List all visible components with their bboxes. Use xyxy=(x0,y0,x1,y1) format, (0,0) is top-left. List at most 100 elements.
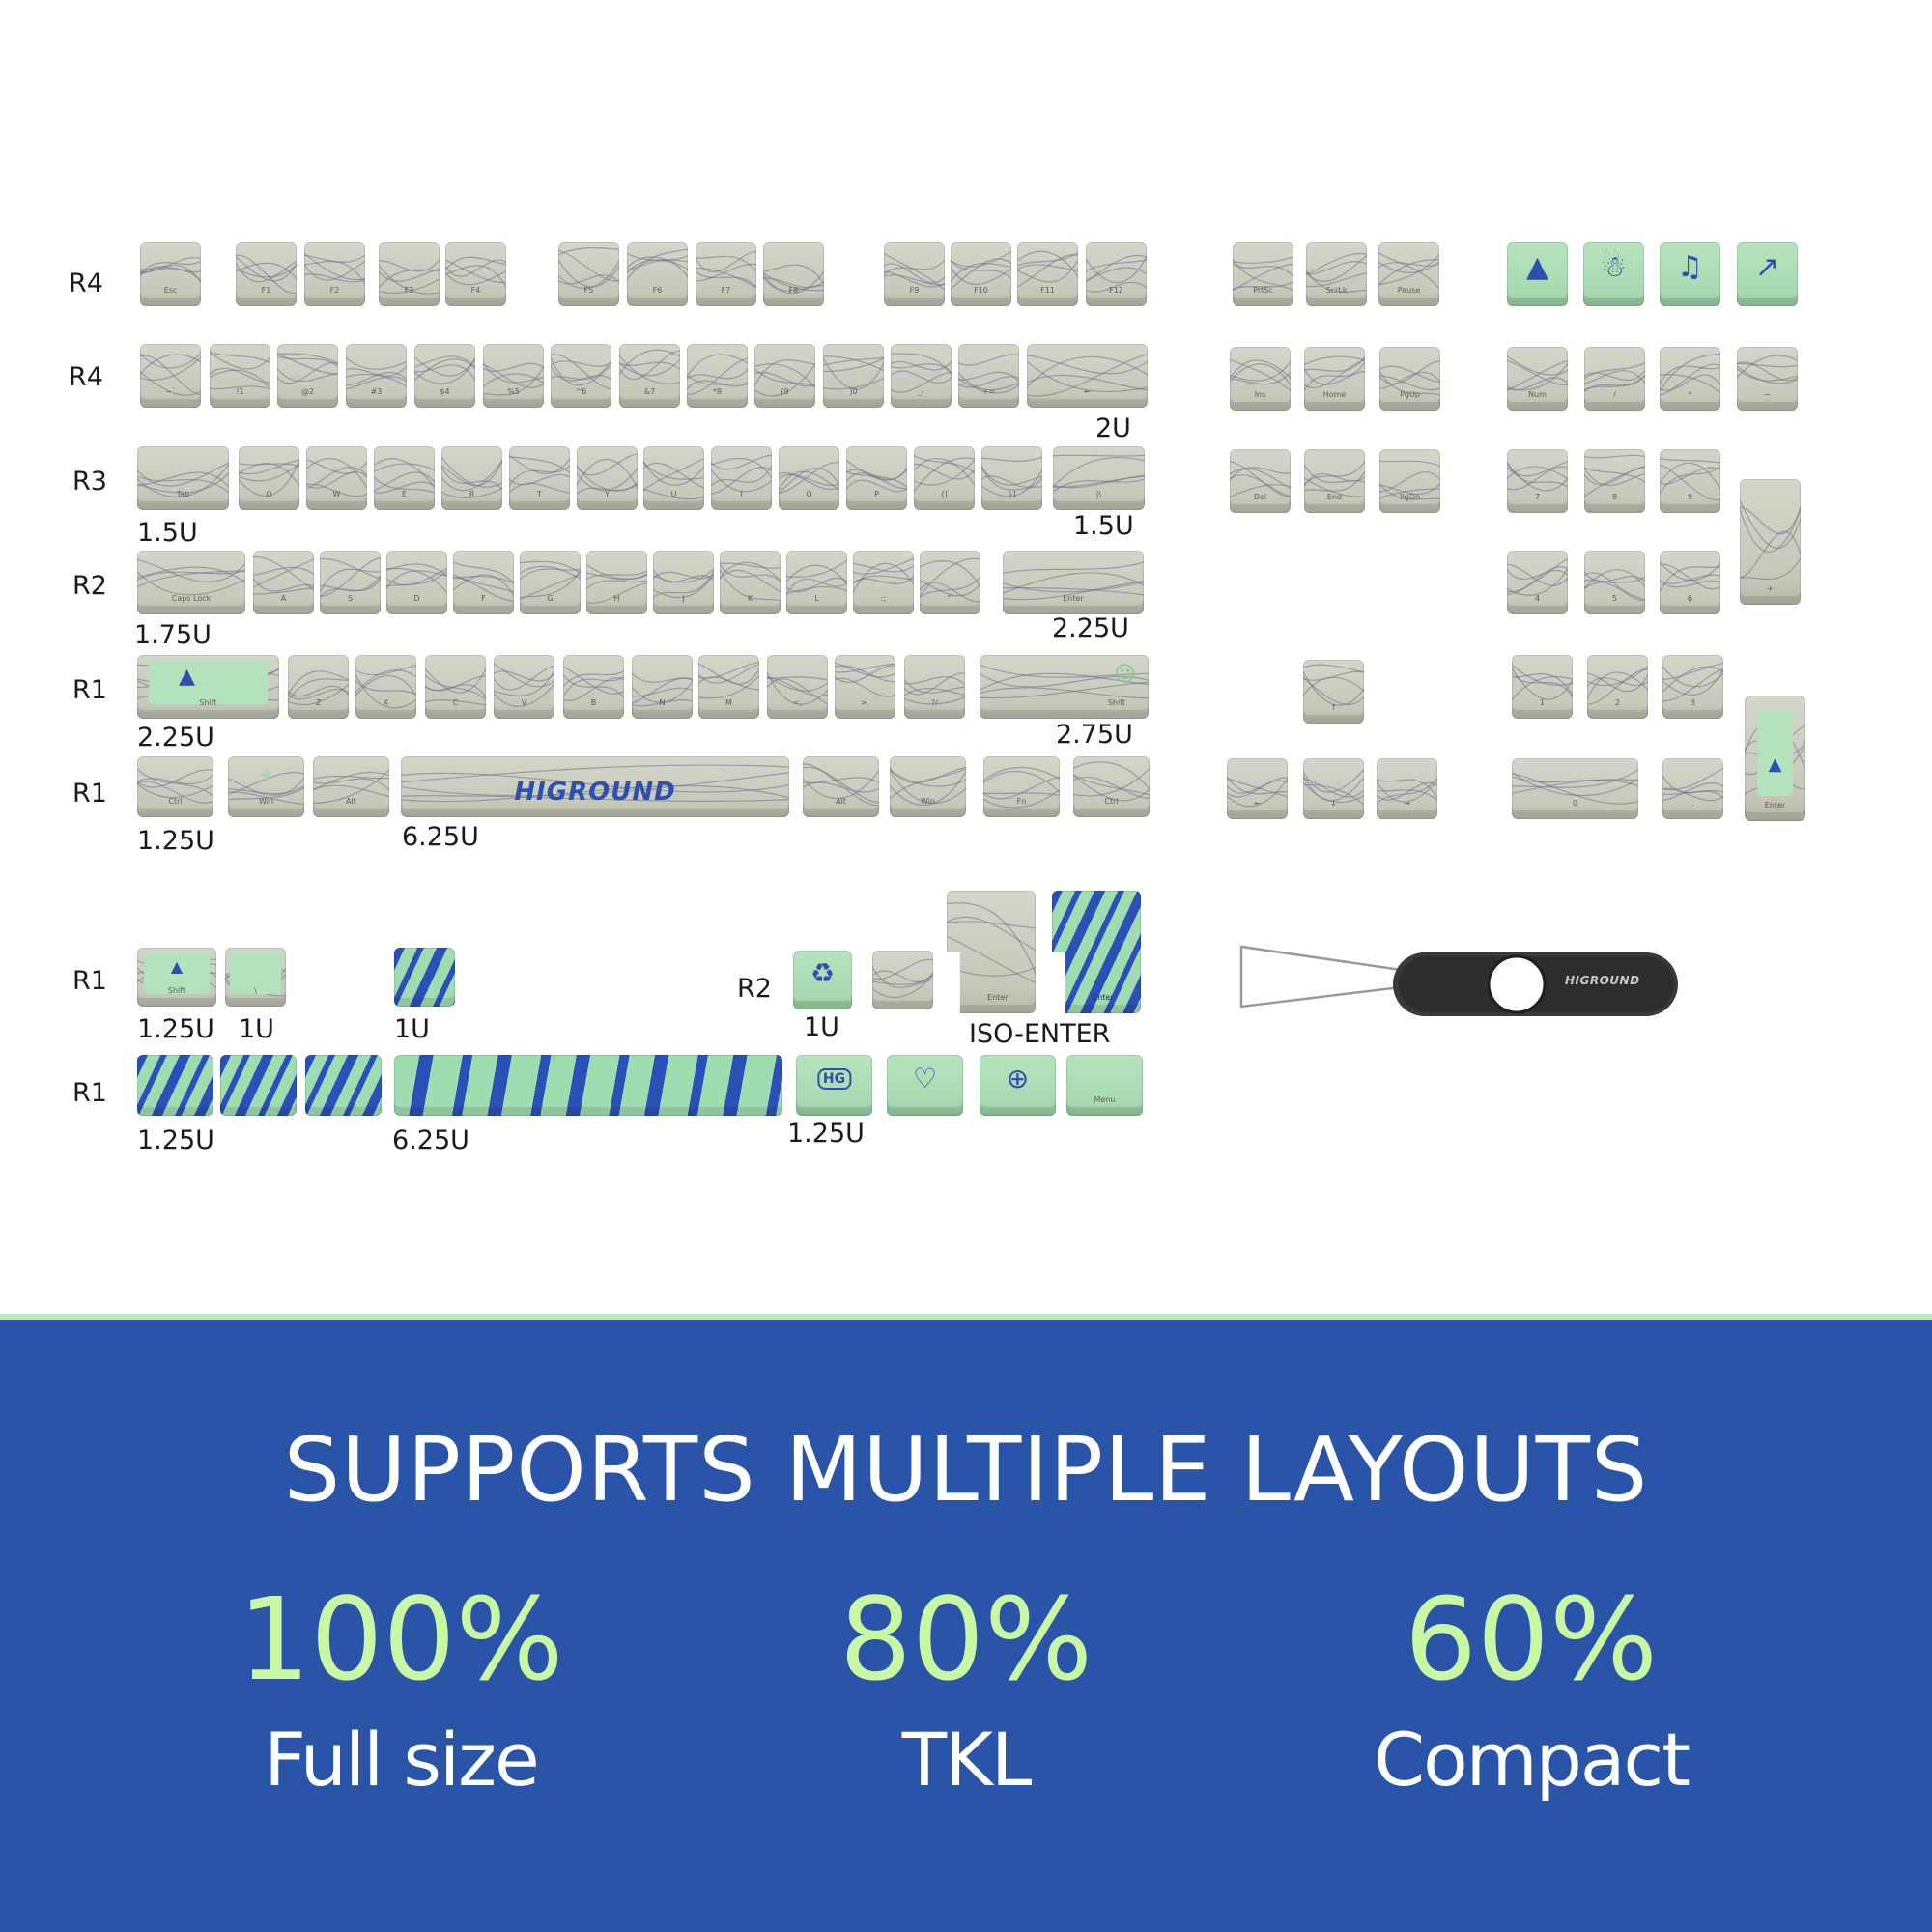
keycap-num-4: 4 xyxy=(1507,551,1568,614)
windows-icon: ✦ xyxy=(258,762,274,786)
keycap-zebra-spacebar xyxy=(394,1055,782,1116)
keycap-scrlk: ScrLk xyxy=(1306,242,1367,306)
keycap-equals: += xyxy=(958,344,1019,408)
keycap-num-minus: − xyxy=(1737,347,1798,411)
size-label: 1.75U xyxy=(134,620,212,650)
keycap-j: J xyxy=(653,551,714,614)
keycap-quote: "' xyxy=(920,551,980,614)
keycap-num-slash: / xyxy=(1584,347,1645,411)
keycap-del: Del xyxy=(1230,449,1291,513)
size-label: 1.5U xyxy=(137,518,198,548)
keycap-right-alt: Alt xyxy=(803,756,879,817)
keycap-f3: F3 xyxy=(379,242,440,306)
keycap-s: S xyxy=(320,551,381,614)
keycap-comma: <, xyxy=(767,655,828,719)
keycap-q: Q xyxy=(239,446,299,510)
keycap-f10: F10 xyxy=(951,242,1011,306)
layout-name: TKL xyxy=(901,1717,1033,1803)
keycap-pgdn: PgDn xyxy=(1379,449,1440,513)
music-icon: ♫ xyxy=(1677,250,1703,285)
size-label: ISO-ENTER xyxy=(969,1019,1111,1049)
keycap-g: G xyxy=(520,551,581,614)
keycap-8: *8 xyxy=(687,344,748,408)
keycap-w: W xyxy=(306,446,367,510)
keycap-f11: F11 xyxy=(1017,242,1078,306)
keycap-rbracket: }] xyxy=(981,446,1042,510)
keycap-hg-logo-novelty: HG xyxy=(796,1055,872,1116)
keycap-a: A xyxy=(253,551,314,614)
size-label: 6.25U xyxy=(392,1125,469,1155)
keycap-2: @2 xyxy=(277,344,338,408)
keycap-right-ctrl: Ctrl xyxy=(1073,756,1150,817)
keycap-1: !1 xyxy=(210,344,270,408)
keycap-zebra-1u xyxy=(394,948,455,1007)
row-label: R1 xyxy=(72,1078,107,1108)
keycap-recycle-novelty: ♻ xyxy=(793,951,852,1009)
mountain-icon: ▲ xyxy=(178,665,195,690)
keycap-l: L xyxy=(786,551,847,614)
keycap-f5: F5 xyxy=(558,242,619,306)
keycap-num-enter: ▲Enter xyxy=(1745,696,1805,821)
keycap-right-win: Win xyxy=(890,756,966,817)
keycap-mountain-novelty: ▲ xyxy=(1507,242,1568,306)
keycap-f2: F2 xyxy=(304,242,365,306)
keycap-r: R xyxy=(441,446,502,510)
keycap-slash: ?/ xyxy=(904,655,965,719)
keycap-7: &7 xyxy=(619,344,680,408)
keycap-iso-enter-zebra: Enter xyxy=(1052,891,1141,1013)
keycap-num-9: 9 xyxy=(1660,449,1720,513)
keycap-3: #3 xyxy=(346,344,407,408)
keycap-backslash: |\ xyxy=(1053,446,1145,510)
keycap-9: (9 xyxy=(754,344,815,408)
keycap-f6: F6 xyxy=(627,242,688,306)
keycap-y: Y xyxy=(577,446,638,510)
keycap-pgup: PgUp xyxy=(1379,347,1440,411)
keycap-num-2: 2 xyxy=(1587,655,1648,719)
keycap-layout-board: R4 R4 R3 R2 R1 R1 R1 R2 R1 2U 1.5U 1.5U … xyxy=(69,242,1805,1155)
keycap-tab: Tab xyxy=(137,446,229,510)
recycle-icon: ♻ xyxy=(810,957,836,990)
hg-logo-icon: HG xyxy=(816,1068,852,1091)
keycap-z: Z xyxy=(288,655,349,719)
keycap-num-8: 8 xyxy=(1584,449,1645,513)
row-label: R3 xyxy=(72,467,107,497)
keycap-arrow-novelty: ↗ xyxy=(1737,242,1798,306)
keycap-end: End xyxy=(1304,449,1365,513)
keycap-num-3: 3 xyxy=(1662,655,1723,719)
keycap-zebra-125-b xyxy=(220,1055,297,1116)
keycap-num-plus: + xyxy=(1740,479,1801,605)
row-label: R2 xyxy=(737,974,772,1004)
keycap-e: E xyxy=(374,446,435,510)
layout-name: Compact xyxy=(1374,1717,1690,1803)
keycap-left-arrow: ← xyxy=(1227,758,1288,819)
size-label: 1.25U xyxy=(787,1119,865,1149)
size-label: 1U xyxy=(394,1014,430,1044)
keycap-f: F xyxy=(453,551,514,614)
layouts-banner: SUPPORTS MULTIPLE LAYOUTS 100% Full size… xyxy=(0,1314,1932,1932)
keycap-zebra-125-c xyxy=(305,1055,382,1116)
keycap-enter: Enter xyxy=(1003,551,1144,614)
keycap-down-arrow: ↓ xyxy=(1303,758,1364,819)
keycap-f9: F9 xyxy=(884,242,945,306)
keycap-0: )0 xyxy=(823,344,884,408)
keycap-left-ctrl: Ctrl xyxy=(137,756,213,817)
mountain-icon: ▲ xyxy=(170,956,184,976)
layout-tkl: 80% TKL xyxy=(744,1582,1188,1797)
keycap-right-arrow: → xyxy=(1377,758,1437,819)
keycap-zebra-125-a xyxy=(137,1055,213,1116)
layout-full-size: 100% Full size xyxy=(179,1582,623,1797)
keycap-p: P xyxy=(846,446,907,510)
keycap-4: $4 xyxy=(414,344,475,408)
size-label: 2U xyxy=(1095,413,1131,443)
smile-icon: ☺ xyxy=(1114,663,1136,688)
keycap-lbracket: {[ xyxy=(914,446,975,510)
size-label: 1.25U xyxy=(137,826,214,856)
size-label: 1.25U xyxy=(137,1014,214,1044)
keycap-d: D xyxy=(386,551,447,614)
keycap-left-shift: ▲Shift xyxy=(137,655,279,719)
layout-name: Full size xyxy=(264,1717,539,1803)
keycap-f1: F1 xyxy=(236,242,297,306)
size-label: 1U xyxy=(239,1014,274,1044)
keycap-globe-novelty: ⊕ xyxy=(980,1055,1056,1116)
keycap-left-alt: Alt xyxy=(313,756,389,817)
